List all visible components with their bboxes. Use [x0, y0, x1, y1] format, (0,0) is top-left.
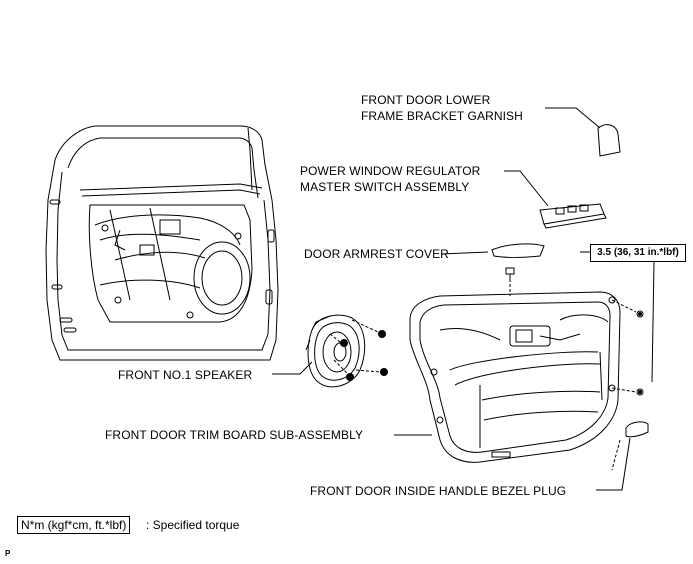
door-panel-illustration — [45, 125, 279, 361]
label-master-switch-line2: MASTER SWITCH ASSEMBLY — [300, 180, 470, 194]
legend-unit-box: N*m (kgf*cm, ft.*lbf) — [17, 516, 131, 534]
front-speaker-illustration — [305, 314, 366, 388]
corner-mark: P — [5, 549, 11, 558]
label-armrest-cover: DOOR ARMREST COVER — [304, 247, 449, 261]
label-speaker: FRONT NO.1 SPEAKER — [118, 368, 253, 382]
label-lower-frame-garnish-line2: FRAME BRACKET GARNISH — [361, 109, 523, 123]
speaker-screws — [329, 319, 381, 375]
bezel-plug-part — [625, 421, 649, 438]
label-master-switch-line1: POWER WINDOW REGULATOR — [300, 164, 481, 178]
armrest-cover-part — [491, 243, 545, 258]
trim-screws — [611, 299, 644, 471]
label-lower-frame-garnish-line1: FRONT DOOR LOWER — [361, 93, 491, 107]
master-switch-part — [539, 203, 607, 229]
label-handle-bezel-plug: FRONT DOOR INSIDE HANDLE BEZEL PLUG — [310, 484, 567, 498]
trim-top-bolt — [505, 267, 515, 296]
door-trim-board-illustration — [409, 291, 621, 463]
garnish-part — [597, 124, 621, 157]
legend-description: : Specified torque — [146, 518, 240, 532]
label-trim-board: FRONT DOOR TRIM BOARD SUB-ASSEMBLY — [105, 428, 364, 442]
screw-heads — [340, 312, 642, 394]
torque-spec-box: 3.5 (36, 31 in.*lbf) — [590, 244, 686, 262]
